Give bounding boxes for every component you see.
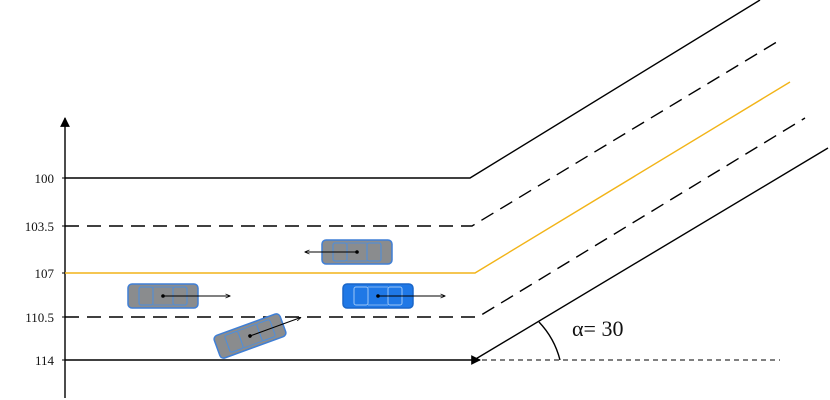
tick-label-100: 100 — [35, 171, 55, 186]
lane-divider-lower — [65, 117, 806, 318]
angle-arc — [538, 321, 561, 361]
vehicle-gray-upper — [305, 239, 393, 265]
vehicle-gray-left — [127, 283, 230, 309]
top-road-edge — [65, 0, 761, 179]
center-line — [65, 81, 791, 274]
alpha-value: 30 — [601, 316, 623, 341]
merge-angle-label: α= 30 — [572, 316, 623, 341]
tick-label-114: 114 — [35, 353, 55, 368]
merge-road-edge — [473, 147, 829, 361]
vehicle-gray-angled — [213, 313, 305, 359]
tick-label-103-5: 103.5 — [25, 219, 54, 234]
y-axis: 100 103.5 107 110.5 114 — [25, 117, 70, 398]
alpha-symbol: α — [572, 316, 584, 341]
tick-label-107: 107 — [35, 266, 55, 281]
lane-divider-upper — [65, 39, 781, 227]
alpha-equals: = — [584, 316, 602, 341]
road-lines — [65, 0, 829, 365]
vehicle-blue-ego — [342, 283, 445, 309]
tick-label-110-5: 110.5 — [25, 310, 54, 325]
